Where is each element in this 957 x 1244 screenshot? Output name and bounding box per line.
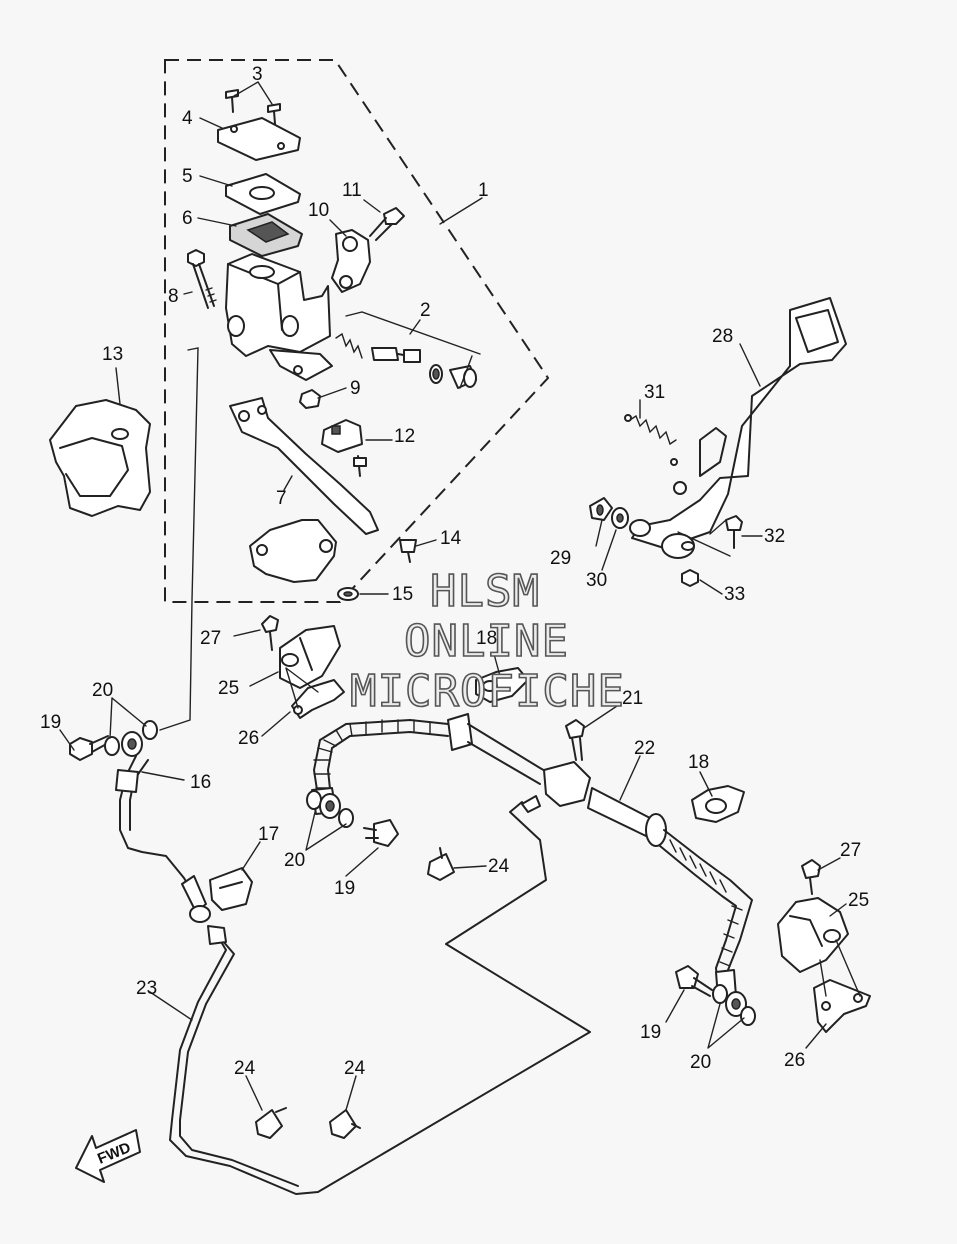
nut-9	[299, 389, 321, 409]
bolt-8	[187, 249, 205, 267]
watermark-line-2: ONLINE	[404, 616, 569, 667]
hose-guide-right	[777, 859, 871, 1033]
callout-20b: 20	[284, 850, 305, 871]
callout-22: 22	[634, 738, 655, 759]
callout-8: 8	[168, 286, 179, 307]
hose-guide-left	[261, 615, 345, 719]
cover-screws	[225, 89, 281, 125]
callout-23: 23	[136, 978, 157, 999]
callout-17: 17	[258, 824, 279, 845]
callout-21: 21	[622, 688, 643, 709]
assembly-boundary	[164, 59, 550, 603]
brake-switch	[321, 419, 363, 453]
forward-direction-arrow: FWD	[75, 1129, 141, 1183]
callout-14: 14	[440, 528, 462, 549]
callout-18b: 18	[688, 752, 709, 773]
bracket-18a	[475, 667, 529, 703]
reservoir-cover	[217, 117, 301, 161]
callout-12: 12	[394, 426, 415, 447]
callout-15: 15	[392, 584, 413, 605]
return-spring	[629, 414, 677, 446]
brake-pipe	[169, 801, 591, 1195]
clamp-10	[331, 229, 371, 293]
callout-4: 4	[182, 108, 193, 129]
front-hose-group	[69, 720, 253, 923]
nut-33	[681, 569, 699, 587]
bolt-19b	[373, 819, 399, 847]
bolt-21	[565, 719, 585, 739]
callout-19: 19	[40, 712, 61, 733]
piston-kit	[335, 311, 481, 389]
callout-28: 28	[712, 326, 733, 347]
rear-hose-group	[306, 667, 756, 1026]
brake-lever	[229, 397, 379, 535]
callout-18: 18	[476, 628, 497, 649]
callout-9: 9	[350, 378, 361, 399]
watermark: HLSM ONLINE MICROFICHE	[349, 565, 625, 718]
callout-13: 13	[102, 344, 123, 365]
brake-pedal-assembly	[589, 297, 847, 587]
callout-33: 33	[724, 584, 745, 605]
callout-26: 26	[238, 728, 259, 749]
handlebar-cover	[49, 399, 151, 517]
callout-26b: 26	[784, 1050, 805, 1071]
callout-31: 31	[644, 382, 665, 403]
callout-27: 27	[200, 628, 221, 649]
callout-25b: 25	[848, 890, 869, 911]
bolt-11	[383, 207, 405, 225]
callout-32: 32	[764, 526, 785, 547]
callout-24b: 24	[234, 1058, 256, 1079]
callout-24: 24	[488, 856, 510, 877]
callout-10: 10	[308, 200, 329, 221]
clip-24c	[329, 1109, 357, 1139]
callout-19c: 19	[640, 1022, 661, 1043]
callout-30: 30	[586, 570, 607, 591]
callout-labels: 3 4 5 6 8 10 11 1 2 9 12 7 13 14 15 28 3…	[40, 64, 869, 1079]
callout-6: 6	[182, 208, 193, 229]
callout-19b: 19	[334, 878, 355, 899]
three-way-joint	[543, 761, 591, 807]
bolt-19c	[675, 965, 699, 989]
callout-29: 29	[550, 548, 571, 569]
watermark-line-3: MICROFICHE	[350, 666, 625, 717]
lever-holder	[249, 519, 337, 583]
callout-20c: 20	[690, 1052, 711, 1073]
callout-24c: 24	[344, 1058, 366, 1079]
callout-1: 1	[478, 180, 489, 201]
callout-20: 20	[92, 680, 113, 701]
bolt-19a	[69, 737, 93, 761]
callout-2: 2	[420, 300, 431, 321]
master-cylinder-assembly	[187, 89, 481, 601]
callout-7: 7	[276, 488, 287, 509]
callout-5: 5	[182, 166, 193, 187]
brake-pedal	[631, 297, 847, 549]
callout-11: 11	[342, 180, 362, 201]
callout-27b: 27	[840, 840, 861, 861]
bolt-32	[725, 515, 743, 531]
callout-3: 3	[252, 64, 263, 85]
callout-25: 25	[218, 678, 239, 699]
clip-24b	[255, 1109, 283, 1139]
watermark-line-1: HLSM	[430, 566, 540, 617]
leader-lines	[59, 81, 847, 1111]
clamp-17	[209, 867, 253, 911]
clip-24a	[427, 853, 455, 881]
pivot-pin	[399, 539, 417, 553]
callout-16: 16	[190, 772, 211, 793]
